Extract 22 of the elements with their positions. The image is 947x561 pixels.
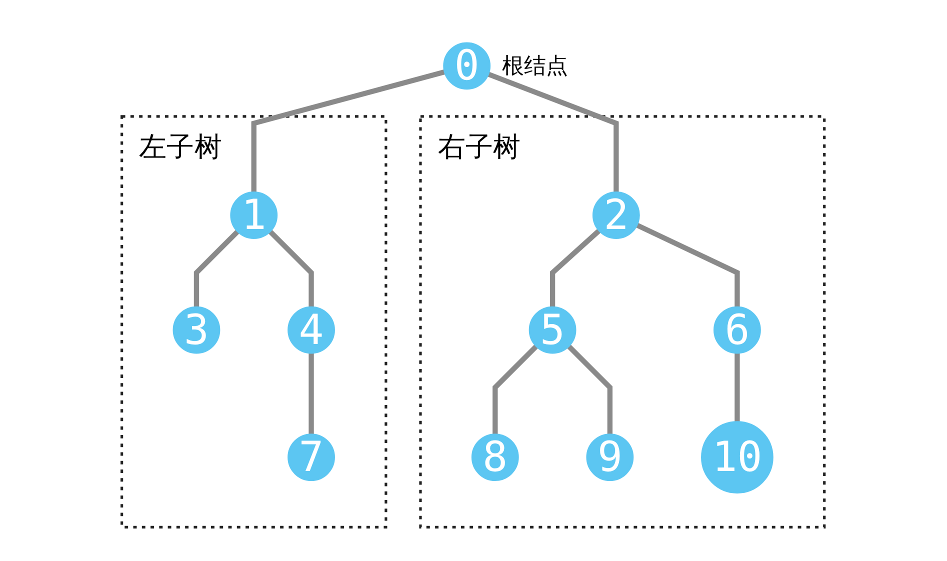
- connector: [488, 71, 620, 192]
- node-caption: 根结点: [502, 53, 568, 82]
- node-circle: 4: [288, 306, 336, 354]
- connector: [252, 68, 446, 192]
- node-circle: 3: [173, 306, 221, 354]
- connector: [550, 228, 602, 307]
- connector: [492, 344, 539, 434]
- node-circle: 2: [592, 191, 640, 238]
- connector: [735, 352, 740, 422]
- node-circle: 7: [288, 433, 336, 481]
- node-circle: 8: [472, 433, 520, 481]
- node-circle: 0: [444, 42, 491, 90]
- connector: [636, 222, 740, 307]
- connector: [194, 229, 240, 307]
- node-circle: 9: [586, 433, 634, 481]
- node-circle: 5: [529, 306, 577, 354]
- node-circle: 10: [701, 420, 774, 493]
- node-circle: 6: [714, 306, 762, 354]
- node-circle: 1: [230, 191, 278, 238]
- connector: [268, 229, 314, 307]
- connector: [309, 352, 314, 434]
- connector: [567, 344, 613, 434]
